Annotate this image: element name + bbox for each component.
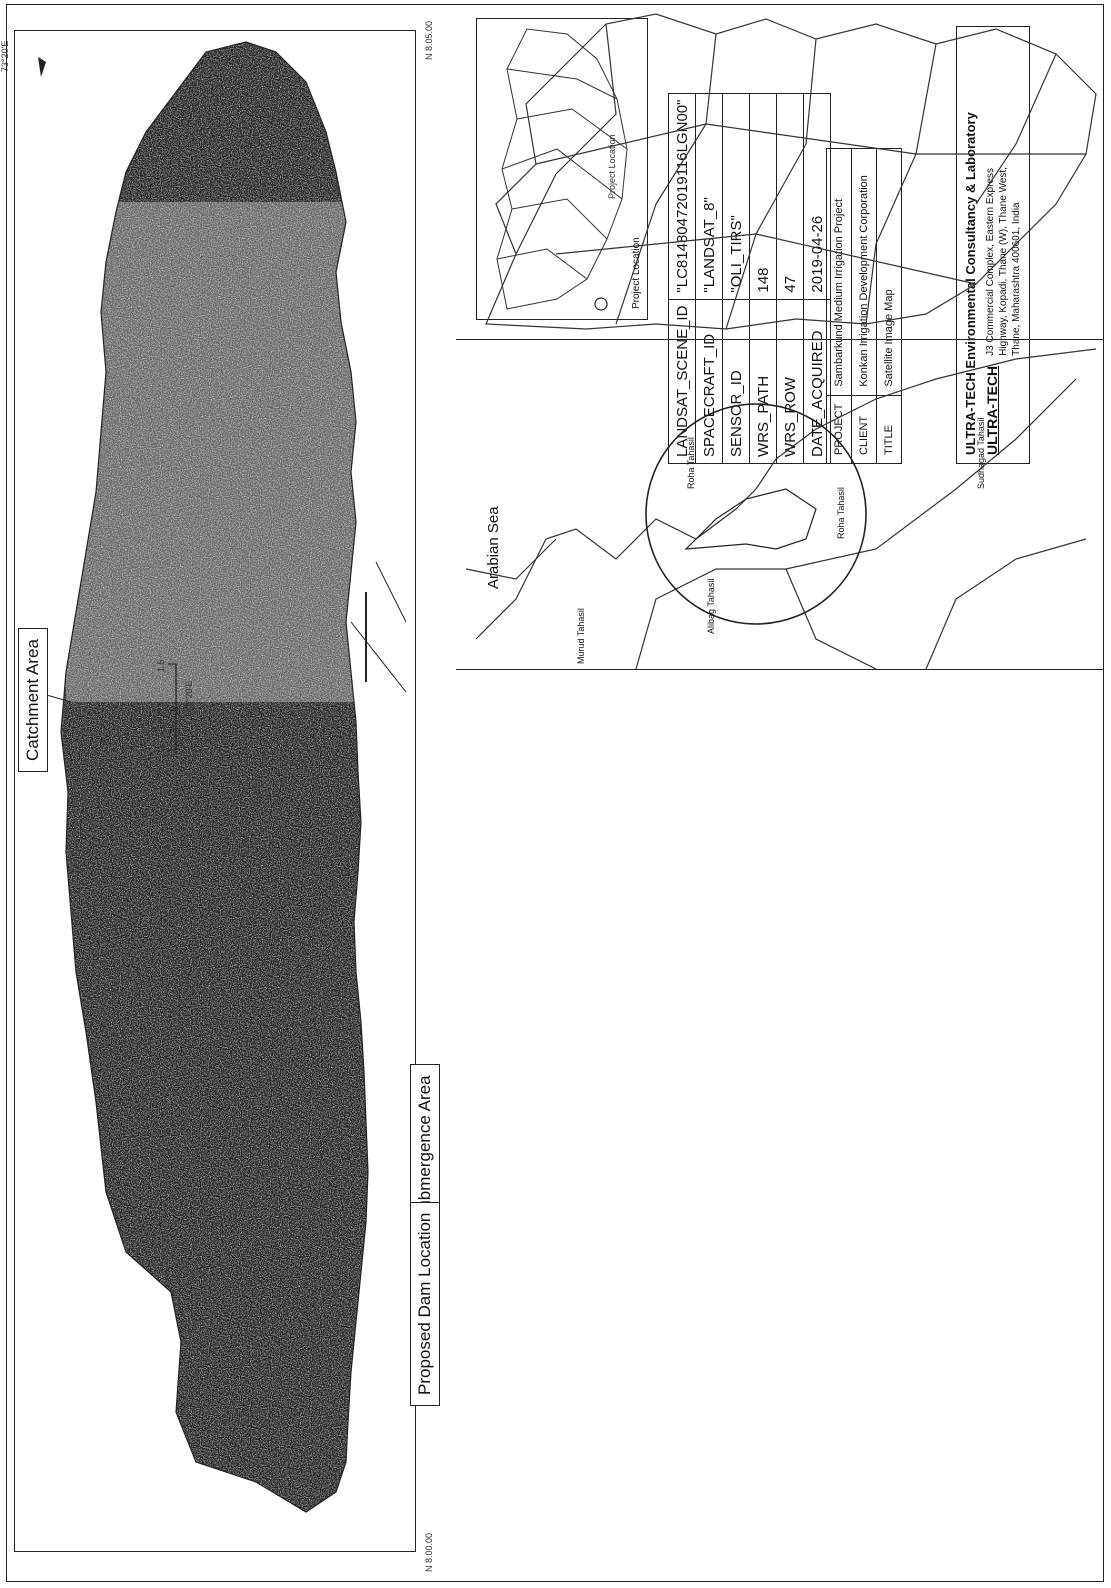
- project-location-inset: Project Location: [456, 4, 1104, 340]
- place-alibag: Alibag Tahasil: [706, 578, 716, 634]
- scale-tick-3: 1.5: [156, 659, 166, 672]
- map-sheet-border: [6, 4, 1104, 1582]
- project-location-text: Project Location: [631, 237, 642, 309]
- inset-location-map: Project Location: [476, 18, 648, 320]
- main-map-frame: N 8.00.00 N 8.05.00 73°20'E: [0, 21, 456, 1572]
- right-column: Project Location Arabian Sea Roha Tahasi…: [456, 4, 1104, 1582]
- arabian-sea-label: Arabian Sea: [485, 506, 502, 589]
- place-roha-1: Roha Tahasil: [686, 437, 696, 489]
- side-panel: LANDSAT_SCENE_ID"LC81480472019116LGN00" …: [456, 4, 1104, 1582]
- rotated-drawing: N 8.00.00 N 8.05.00 73°20'E: [0, 4, 1104, 1582]
- scale-tick-1: 0.25: [156, 719, 166, 737]
- coastal-region-inset: Arabian Sea Roha Tahasil Roha Tahasil Su…: [456, 339, 1104, 670]
- north-arrow-icon: [38, 57, 46, 77]
- scale-bar: 0 0.25 0.5 1.5 73°20'E: [156, 659, 201, 752]
- scale-tick-2: 0.5: [156, 701, 166, 714]
- scale-coord: 73°20'E: [184, 680, 194, 712]
- place-sudhagad: Sudhagad Tahasil: [976, 417, 986, 489]
- satellite-image: [35, 41, 407, 1513]
- place-roha-2: Roha Tahasil: [836, 487, 846, 539]
- scale-tick-0: 0: [156, 746, 166, 752]
- place-murud: Murud Tahasil: [576, 608, 586, 664]
- proposed-dam-location-label: Proposed Dam Location: [410, 1201, 440, 1406]
- catchment-area-label: Catchment Area: [18, 628, 48, 772]
